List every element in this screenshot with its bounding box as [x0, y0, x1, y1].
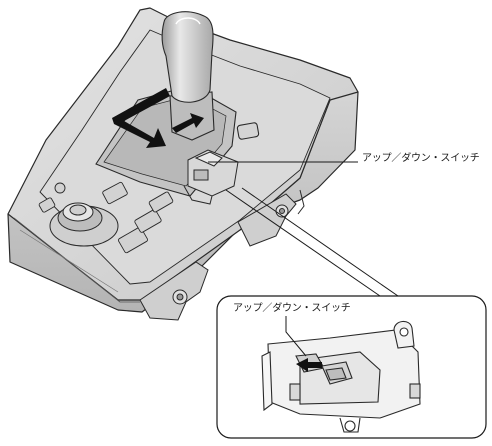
callout-leader-lines — [208, 161, 399, 297]
commander-controller — [49, 202, 119, 247]
shift-direction-arrows — [112, 88, 204, 148]
switch-arrow — [296, 358, 322, 372]
console-buttons — [38, 181, 174, 254]
console-bracket — [139, 189, 305, 321]
up-down-switch-label: アップ／ダウン・スイッチ — [362, 153, 480, 164]
detail-leader-line — [285, 316, 307, 357]
switch-detail-drawing — [261, 320, 421, 433]
detail-switch-label: アップ／ダウン・スイッチ — [233, 303, 351, 314]
